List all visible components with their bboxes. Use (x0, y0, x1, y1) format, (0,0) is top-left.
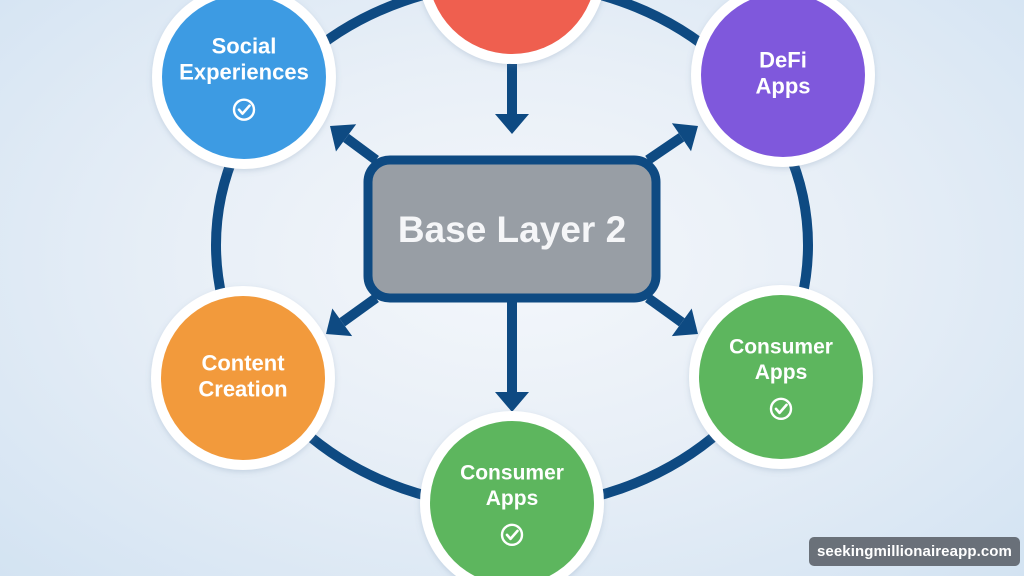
arrow-head (495, 114, 529, 134)
arrow-center-to-consumer-apps-bottom (495, 302, 529, 412)
arrow-center-to-social-experiences (330, 124, 379, 165)
node-circle[interactable] (699, 295, 863, 459)
node-label: Content (201, 350, 285, 375)
check-circle-icon (500, 523, 524, 547)
arrow-head (495, 392, 529, 412)
node-label: Apps (486, 487, 539, 510)
arrow-shaft (645, 293, 685, 327)
node-label: Apps (755, 361, 808, 384)
node-top[interactable] (418, 0, 606, 64)
arrow-head (330, 124, 357, 152)
center-node[interactable]: Base Layer 2 (363, 155, 661, 303)
check-circle-icon (769, 397, 793, 421)
check-circle-icon (232, 98, 256, 121)
arrow-head (671, 308, 698, 337)
node-label: DeFi (759, 47, 807, 72)
arrow-shaft (339, 293, 379, 327)
center-label: Base Layer 2 (398, 209, 626, 250)
node-circle[interactable] (161, 296, 325, 460)
node-circle[interactable] (430, 421, 594, 576)
node-label: Apps (756, 74, 811, 99)
node-label: Consumer (729, 336, 833, 359)
arrow-shaft (645, 133, 685, 165)
node-circle[interactable] (428, 0, 596, 54)
node-circle[interactable] (162, 0, 326, 159)
arrows (326, 36, 698, 412)
arrow-center-to-defi-apps (645, 123, 698, 165)
node-label: Consumer (460, 462, 564, 485)
node-label: Creation (198, 377, 287, 402)
arrow-center-to-content-creation (326, 293, 379, 337)
node-label: Experiences (179, 60, 309, 85)
arrow-head (326, 308, 353, 337)
node-circle[interactable] (701, 0, 865, 157)
arrow-center-to-consumer-apps-right (645, 293, 698, 337)
arrow-shaft (343, 133, 379, 165)
node-label: Social (212, 33, 277, 58)
watermark: seekingmillionaireapp.com (808, 537, 1020, 566)
arrow-head (671, 123, 698, 152)
center-box[interactable] (363, 155, 661, 303)
